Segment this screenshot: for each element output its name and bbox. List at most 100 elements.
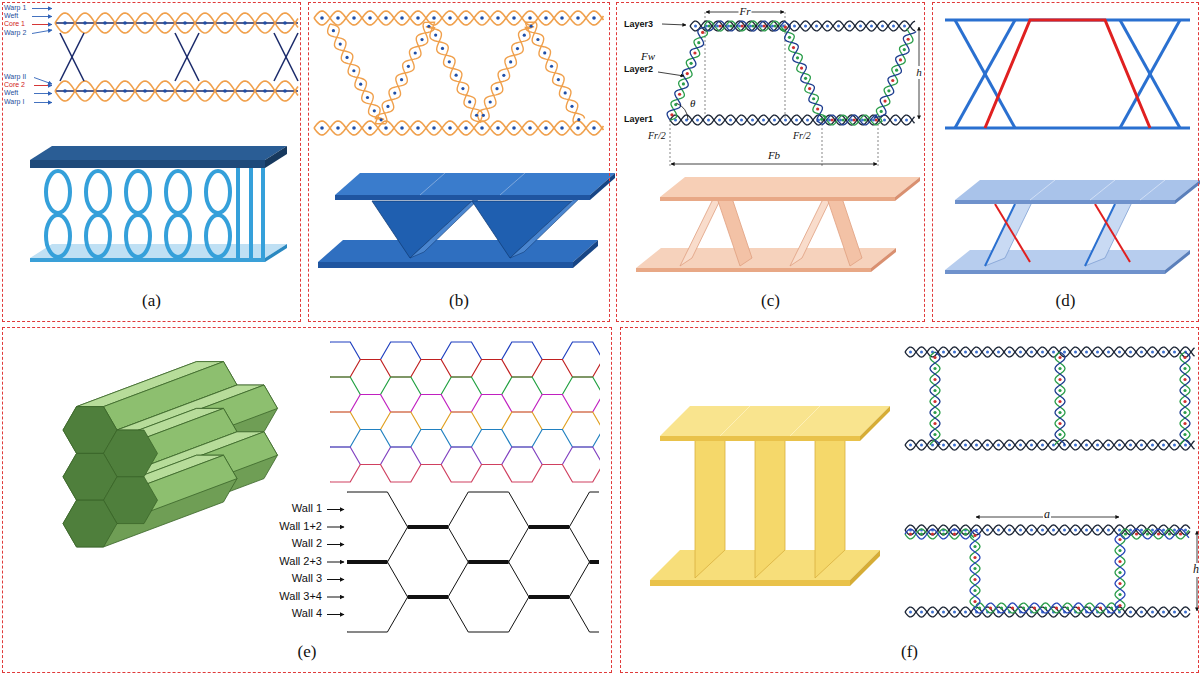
yarn-dot xyxy=(741,24,744,27)
yarn-dot xyxy=(850,119,853,122)
yarn-dot xyxy=(909,532,912,535)
yarn-dot xyxy=(434,34,437,37)
yarn-dot xyxy=(973,567,976,570)
yarn-dot xyxy=(804,77,807,80)
yarn-dot xyxy=(920,444,923,447)
yarn-dot xyxy=(826,25,829,28)
yarn-dot xyxy=(1030,444,1033,447)
yarn-dot xyxy=(1077,606,1080,609)
yarn-strand xyxy=(905,529,1189,613)
yarn-dot xyxy=(544,126,548,130)
yarn-dot xyxy=(63,89,67,93)
plate-seam xyxy=(1090,180,1115,200)
honeycomb-wall xyxy=(330,395,600,413)
yarn-label: Warp I xyxy=(4,98,24,106)
core-wall xyxy=(790,192,834,266)
yarn-dot xyxy=(1173,611,1176,614)
yarn-dot xyxy=(380,118,383,121)
yarn-dot xyxy=(536,38,539,41)
yarn-dot xyxy=(1118,571,1121,574)
panel-label: (c) xyxy=(761,291,780,311)
yarn-dot xyxy=(964,444,967,447)
plate-front xyxy=(650,580,850,586)
wall-label: Wall 3 xyxy=(292,572,322,585)
yarn-dot xyxy=(931,444,934,447)
yarn-dot xyxy=(1107,351,1110,354)
yarn-dot xyxy=(475,114,478,117)
yarn-dot xyxy=(1140,444,1143,447)
plate-front xyxy=(660,197,895,201)
plate-top xyxy=(660,406,890,436)
yarn-dot xyxy=(953,532,956,535)
yarn-dot xyxy=(1041,529,1044,532)
leader-arrow xyxy=(32,8,52,9)
honeycomb xyxy=(330,342,600,482)
yarn-dot xyxy=(986,529,989,532)
yarn-dot xyxy=(1124,532,1127,535)
yarn-dot xyxy=(973,545,976,548)
yarn-dot xyxy=(384,126,388,130)
yarn-dot xyxy=(516,47,519,50)
yarn-dot xyxy=(523,34,526,37)
yarn-dot xyxy=(891,79,894,82)
yarn-dot xyxy=(678,93,681,96)
yarn-dot xyxy=(997,351,1000,354)
yarn-dot xyxy=(400,78,403,81)
yarn-dot xyxy=(899,58,902,61)
yarn-dot xyxy=(183,21,187,25)
yarn-dot xyxy=(1151,444,1154,447)
yarn-dot xyxy=(512,16,516,20)
yarn-dot xyxy=(345,56,348,59)
yarn-dot xyxy=(432,126,436,130)
yarn-strand xyxy=(1055,352,1065,445)
yarn-dot xyxy=(400,16,404,20)
yarn-dot xyxy=(933,400,936,403)
honeycomb-wall xyxy=(330,377,600,395)
yarn-dot xyxy=(416,126,420,130)
dimension-label: a xyxy=(1043,508,1051,522)
yarn-dot xyxy=(989,606,992,609)
yarn-strand xyxy=(930,352,940,445)
yarn-dot xyxy=(223,21,227,25)
yarn-strand xyxy=(55,13,298,33)
yarn-dot xyxy=(909,351,912,354)
core-yarn xyxy=(995,204,1030,262)
wall-label: Wall 4 xyxy=(292,607,322,620)
yarn-dot xyxy=(978,606,981,609)
plate-seam xyxy=(790,406,820,436)
core-wall xyxy=(718,192,752,266)
yarn-dot xyxy=(1058,400,1061,403)
yarn-dot xyxy=(894,119,897,122)
yarn-dot xyxy=(831,118,834,121)
yarn-dot xyxy=(828,119,831,122)
yarn-dot xyxy=(1008,351,1011,354)
loop-yarn xyxy=(126,171,150,213)
yarn-dot xyxy=(464,16,468,20)
yarn-dot xyxy=(870,25,873,28)
dimension-label: h xyxy=(915,66,923,79)
yarn-dot xyxy=(964,351,967,354)
dimension-label: Layer3 xyxy=(624,19,653,29)
plate-seam xyxy=(1140,180,1165,200)
yarn-dot xyxy=(933,422,936,425)
yarn-dot xyxy=(964,611,967,614)
yarn-dot xyxy=(1179,532,1182,535)
plate-top xyxy=(30,146,287,160)
yarn-dot xyxy=(414,51,417,54)
yarn-dot xyxy=(905,119,908,122)
yarn-dot xyxy=(895,69,898,72)
yarn-dot xyxy=(1052,529,1055,532)
wall-label: Wall 2+3 xyxy=(279,555,322,568)
loop-yarn xyxy=(166,171,190,213)
yarn-dot xyxy=(964,532,967,535)
yarn-dot xyxy=(203,21,207,25)
yarn-dot xyxy=(800,66,803,69)
yarn-dot xyxy=(1173,444,1176,447)
yarn-dot xyxy=(1063,351,1066,354)
honeycomb-wall xyxy=(347,597,599,632)
yarn-dot xyxy=(839,119,842,122)
binder-yarn xyxy=(274,33,298,81)
yarn-dot xyxy=(696,119,699,122)
prism-front xyxy=(63,500,117,547)
